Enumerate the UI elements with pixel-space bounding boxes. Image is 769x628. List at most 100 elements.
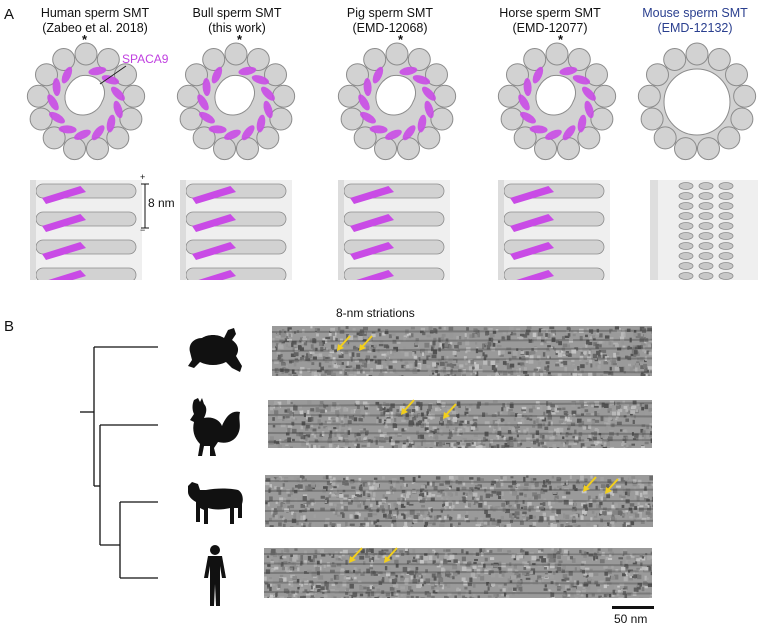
tomogram-noise bbox=[448, 432, 453, 437]
protofilament-lobe bbox=[42, 126, 66, 150]
tomogram-noise bbox=[602, 446, 608, 448]
tomogram-noise bbox=[311, 581, 317, 586]
tomogram-noise bbox=[299, 477, 302, 482]
tomogram-noise bbox=[490, 483, 494, 486]
tomogram-noise bbox=[541, 445, 547, 448]
tomogram-noise bbox=[594, 480, 597, 484]
tomogram-noise bbox=[621, 348, 625, 352]
tomogram-noise bbox=[622, 551, 628, 557]
tomogram-noise bbox=[315, 566, 320, 572]
tomogram-noise bbox=[309, 580, 314, 583]
spaca9-density bbox=[572, 75, 591, 85]
tomogram-noise bbox=[388, 437, 392, 443]
tomogram-noise bbox=[475, 329, 479, 333]
tomogram-noise bbox=[440, 560, 443, 566]
tomogram-noise bbox=[484, 354, 488, 358]
tomogram-noise bbox=[325, 336, 331, 340]
tomogram-noise bbox=[298, 374, 303, 376]
tomogram-noise bbox=[510, 370, 514, 375]
tomogram-noise bbox=[275, 346, 278, 351]
scale-bracket-8nm bbox=[141, 183, 149, 229]
tomogram-noise bbox=[419, 330, 424, 334]
protofilament-subunit bbox=[678, 182, 694, 190]
tomogram-noise bbox=[565, 433, 569, 438]
tomogram-noise bbox=[265, 582, 270, 585]
tomogram-noise bbox=[647, 366, 652, 370]
tomogram-noise bbox=[466, 568, 472, 573]
tomogram-noise bbox=[348, 498, 351, 502]
tomogram-stripe bbox=[272, 357, 652, 362]
tomogram-noise bbox=[349, 413, 353, 416]
protofilament-lobe bbox=[730, 107, 754, 131]
tomogram-noise bbox=[606, 423, 611, 427]
tomogram-noise bbox=[542, 502, 546, 507]
tomogram-noise bbox=[400, 575, 404, 578]
tomogram-noise bbox=[560, 363, 564, 368]
tomogram-noise bbox=[332, 402, 337, 407]
tomogram-noise bbox=[310, 444, 313, 448]
tomogram-noise bbox=[578, 422, 582, 428]
tomogram-noise bbox=[359, 331, 364, 335]
spaca9-density bbox=[402, 125, 416, 141]
tomogram-noise bbox=[293, 352, 299, 357]
tomogram-noise bbox=[508, 357, 512, 362]
tomogram-noise bbox=[405, 595, 410, 598]
tomogram-noise bbox=[417, 579, 423, 583]
tomogram-noise bbox=[268, 488, 271, 494]
tomogram-noise bbox=[360, 523, 363, 526]
tomogram-noise bbox=[554, 428, 558, 432]
tomogram-noise bbox=[403, 502, 408, 506]
tomogram-noise bbox=[335, 417, 339, 422]
tomogram-noise bbox=[422, 580, 426, 585]
tomogram-noise bbox=[269, 525, 274, 527]
tomogram-noise bbox=[565, 514, 570, 520]
tomogram-noise bbox=[331, 360, 335, 365]
tomogram-noise bbox=[560, 523, 564, 527]
tomogram-noise bbox=[439, 502, 442, 507]
tomogram-noise bbox=[336, 403, 340, 409]
tomogram-noise bbox=[365, 358, 369, 363]
tomogram-noise bbox=[336, 584, 341, 589]
tomogram-noise bbox=[577, 418, 582, 423]
tomogram-noise bbox=[284, 548, 289, 553]
tomogram-noise bbox=[500, 475, 505, 480]
tomogram-noise bbox=[415, 338, 419, 341]
tomogram-noise bbox=[490, 573, 496, 578]
tomogram-noise bbox=[585, 507, 588, 511]
tomogram-noise bbox=[457, 372, 462, 376]
tomogram-noise bbox=[330, 569, 335, 573]
tomogram-noise bbox=[634, 513, 640, 518]
tomogram-noise bbox=[561, 568, 565, 574]
tomogram-noise bbox=[435, 550, 441, 554]
protofilament-lobe bbox=[513, 126, 537, 150]
tomogram-noise bbox=[311, 371, 315, 376]
tomogram-noise bbox=[634, 495, 637, 500]
tomogram-noise bbox=[395, 574, 398, 578]
tomogram-noise bbox=[482, 412, 486, 417]
tomogram-noise bbox=[475, 371, 479, 376]
tomogram-noise bbox=[590, 444, 596, 447]
tomogram-noise bbox=[392, 368, 396, 373]
tomogram-noise bbox=[400, 494, 404, 498]
tomogram-noise bbox=[314, 412, 318, 418]
tomogram-noise bbox=[603, 565, 608, 569]
protofilament-lobe bbox=[96, 47, 120, 71]
tomogram-noise bbox=[357, 347, 361, 351]
tomogram-noise bbox=[328, 332, 332, 336]
tomogram-noise bbox=[391, 487, 397, 492]
tomogram-noise bbox=[407, 426, 410, 430]
tomogram-noise bbox=[633, 510, 636, 515]
tomogram-noise bbox=[558, 341, 562, 346]
tomogram-noise bbox=[613, 352, 616, 358]
tomogram-noise bbox=[534, 347, 538, 352]
tomogram-noise bbox=[473, 551, 476, 557]
tomogram-noise bbox=[631, 443, 635, 446]
tomogram-noise bbox=[386, 418, 391, 424]
tomogram-noise bbox=[313, 562, 317, 568]
tomogram-noise bbox=[441, 475, 447, 480]
tomogram-noise bbox=[626, 328, 631, 332]
tomogram-noise bbox=[375, 524, 379, 527]
tomogram-noise bbox=[621, 495, 626, 499]
tomogram-noise bbox=[498, 418, 502, 424]
tomogram-noise bbox=[276, 506, 282, 511]
